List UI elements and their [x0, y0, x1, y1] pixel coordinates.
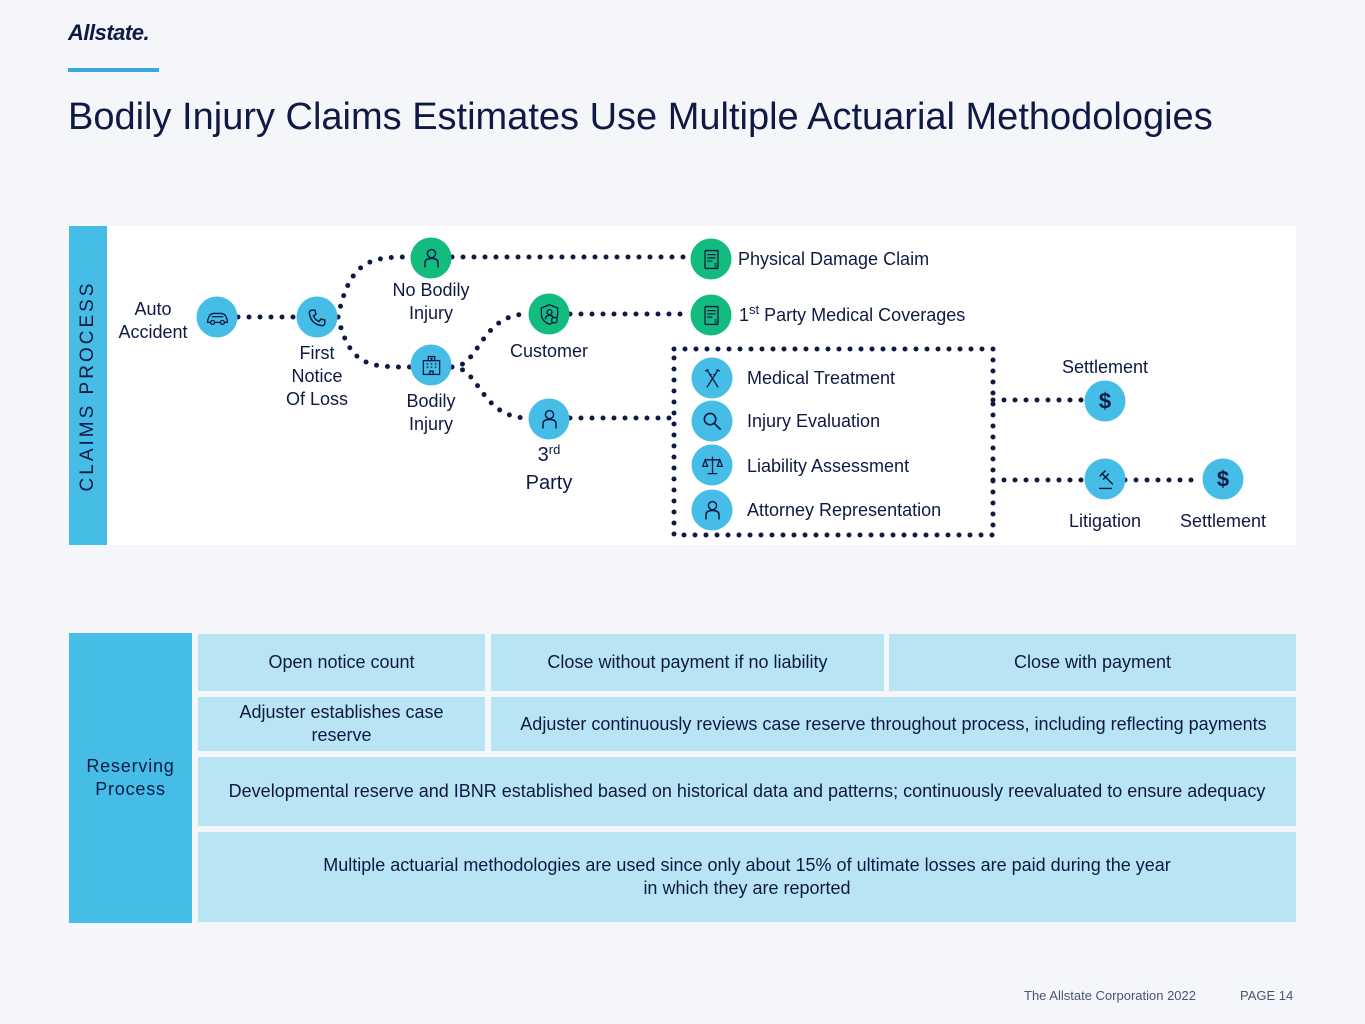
reserving-process-tab: Reserving Process — [69, 633, 192, 923]
customer-label: Customer — [509, 341, 589, 361]
litigation-label: Litigation — [1068, 511, 1142, 531]
crutches-icon — [691, 357, 733, 399]
settlement-bottom-symbol: $ — [1216, 466, 1230, 491]
hospital-icon — [410, 344, 452, 386]
step-liability-assessment: Liability Assessment — [747, 456, 910, 476]
actuarial-methodologies-cell: Multiple actuarial methodologies are use… — [198, 832, 1296, 922]
actuarial-line-1: Multiple actuarial methodologies are use… — [323, 855, 1171, 875]
physical-damage-document-icon: $ — [690, 238, 732, 280]
settlement-top-label: Settlement — [1061, 357, 1149, 377]
step-injury-evaluation: Injury Evaluation — [747, 411, 881, 431]
svg-text:$: $ — [713, 318, 717, 324]
footer-page-number: PAGE 14 — [1240, 988, 1294, 1003]
attorney-person-icon — [691, 489, 733, 531]
developmental-reserve-cell: Developmental reserve and IBNR establish… — [198, 757, 1296, 826]
gavel-icon — [1084, 458, 1126, 500]
third-party-person-icon — [528, 398, 570, 440]
shield-person-icon — [528, 293, 570, 335]
bodily-injury-label: Bodily Injury — [406, 391, 456, 434]
svg-text:$: $ — [713, 262, 717, 268]
adjuster-reviews-cell: Adjuster continuously reviews case reser… — [491, 697, 1296, 751]
step-attorney-representation: Attorney Representation — [747, 500, 942, 520]
page-title: Bodily Injury Claims Estimates Use Multi… — [68, 96, 1213, 138]
adjuster-establishes-cell: Adjuster establishes case reserve — [198, 697, 485, 751]
physical-damage-label: Physical Damage Claim — [738, 249, 930, 269]
first-party-medical-label: 1st Party Medical Coverages — [739, 302, 966, 325]
close-with-payment-cell: Close with payment — [889, 634, 1296, 691]
phone-icon — [296, 296, 338, 338]
settlement-top-symbol: $ — [1098, 388, 1112, 413]
first-party-document-icon: $ — [690, 294, 732, 336]
allstate-logo: Allstate. — [68, 20, 150, 45]
first-notice-label: First Notice Of Loss — [285, 343, 349, 409]
no-bodily-injury-label: No Bodily Injury — [392, 280, 470, 323]
close-without-payment-cell: Close without payment if no liability — [491, 634, 884, 691]
actuarial-line-2: in which they are reported — [643, 878, 851, 898]
claims-process-tab-label: CLAIMS PROCESS — [77, 280, 98, 492]
reserving-process-label: Reserving Process — [86, 756, 175, 799]
car-icon — [196, 296, 238, 338]
scales-icon — [691, 444, 733, 486]
footer-corporation: The Allstate Corporation 2022 — [1024, 988, 1196, 1003]
no-bodily-injury-person-icon — [410, 237, 452, 279]
logo-underline — [68, 68, 159, 72]
step-medical-treatment: Medical Treatment — [747, 368, 896, 388]
dollar-icon: $ — [1084, 380, 1126, 422]
magnifier-icon — [691, 400, 733, 442]
auto-accident-label: Auto Accident — [118, 299, 188, 342]
open-notice-count-cell: Open notice count — [198, 634, 485, 691]
dollar-icon: $ — [1202, 458, 1244, 500]
settlement-bottom-label: Settlement — [1179, 511, 1267, 531]
third-party-label: 3rd Party — [525, 442, 573, 494]
claims-process-tab — [69, 226, 107, 545]
